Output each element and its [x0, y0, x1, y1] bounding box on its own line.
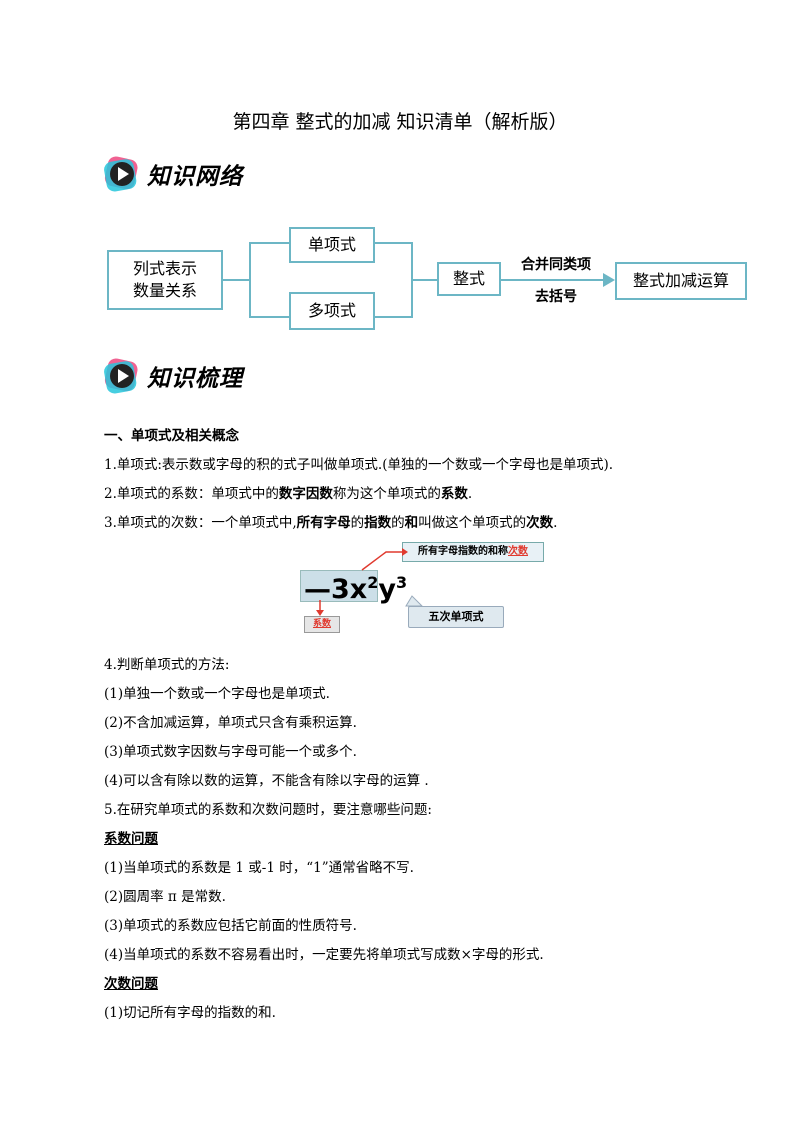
knowledge-network-diagram: 列式表示数量关系 单项式 多项式 整式 合并同类项 去括号 整式加减运算: [105, 226, 755, 336]
diagram-node-line: 列式表示: [132, 259, 197, 278]
text-run: 的: [391, 515, 405, 531]
paragraph-item4-title: 4.判断单项式的方法:: [104, 657, 230, 673]
text-run: 2.单项式的系数：单项式中的: [104, 486, 279, 502]
bold-text: 数字因数: [278, 486, 333, 502]
list-item: (4)可以含有除以数的运算，不能含有除以字母的运算 .: [104, 773, 429, 789]
paragraph-item5-title: 5.在研究单项式的系数和次数问题时，要注意哪些问题:: [104, 802, 432, 818]
list-item: (1)当单项式的系数是 1 或-1 时，“1”通常省略不写.: [104, 860, 414, 876]
paragraph-item2: 2.单项式的系数：单项式中的数字因数称为这个单项式的系数.: [104, 485, 472, 503]
text-run: .: [467, 486, 473, 502]
callout-arrows: [316, 548, 424, 616]
section-header-outline: 知识梳理: [103, 357, 243, 395]
monomial-figure: 所有字母指数的和称次数 —3x2y3 系数 五次单项式: [296, 540, 546, 635]
diagram-node-monomial: 单项式: [289, 227, 375, 263]
minus-sign: —: [304, 574, 331, 605]
list-item: (1)单独一个数或一个字母也是单项式.: [104, 686, 330, 702]
exponent-y: 3: [395, 573, 408, 592]
paragraph-item3: 3.单项式的次数：一个单项式中,所有字母的指数的和叫做这个单项式的次数.: [104, 514, 557, 532]
text-run: .: [553, 515, 558, 531]
bold-text: 指数: [364, 515, 392, 531]
coefficient-box: [300, 570, 378, 602]
list-item: (2)圆周率 π 是常数.: [104, 889, 226, 905]
text-run: 3.单项式的次数：一个单项式中,: [104, 515, 297, 531]
diagram-node-integral-expression: 整式: [437, 262, 501, 296]
diagram-node-expression: 列式表示数量关系: [107, 250, 223, 310]
callout-degree-definition: 所有字母指数的和称次数: [402, 542, 544, 562]
monomial-expression: —3x2y3: [304, 566, 407, 607]
arrow-label-combine: 合并同类项: [521, 257, 591, 273]
document-title: 第四章 整式的加减 知识清单（解析版）: [232, 111, 568, 133]
bold-text: 系数: [440, 486, 468, 502]
arrow-label-brackets: 去括号: [535, 289, 577, 305]
play-logo-icon: [104, 358, 138, 394]
bold-text: 次数: [526, 515, 554, 531]
section-header-label: 知识网络: [147, 164, 243, 190]
callout-coefficient: 系数: [304, 616, 340, 633]
diagram-node-operations: 整式加减运算: [615, 262, 747, 300]
text-run: 的: [350, 515, 365, 531]
list-item: (3)单项式的系数应包括它前面的性质符号.: [104, 918, 357, 934]
list-item: (4)当单项式的系数不容易看出时，一定要先将单项式写成数×字母的形式.: [104, 947, 544, 963]
exponent-x: 2: [367, 573, 379, 592]
diagram-node-line: 数量关系: [132, 281, 197, 300]
coefficient-digit: 3: [331, 574, 350, 605]
callout-fifth-degree: 五次单项式: [408, 606, 504, 628]
arrow-head-icon: [603, 273, 615, 287]
subheading-degree: 次数问题: [104, 976, 158, 992]
section-header-network: 知识网络: [103, 155, 243, 193]
paragraph-item1: 1.单项式:表示数或字母的积的式子叫做单项式.(单独的一个数或一个字母也是单项式…: [104, 457, 614, 473]
list-item: (3)单项式数字因数与字母可能一个或多个.: [104, 744, 357, 760]
subheading-coefficient: 系数问题: [104, 831, 158, 847]
callout-text: 所有字母指数的和称: [418, 546, 508, 557]
text-run: 叫做这个单项式的: [418, 515, 527, 531]
text-run: 称为这个单项式的: [332, 486, 441, 502]
list-item: (1)切记所有字母的指数的和.: [104, 1005, 276, 1021]
variable-x: x: [349, 574, 368, 605]
bold-text: 所有字母: [296, 515, 351, 531]
section-title: 一、单项式及相关概念: [104, 428, 239, 444]
bold-text: 和: [404, 515, 419, 531]
section-header-label: 知识梳理: [147, 366, 243, 392]
callout-highlight: 次数: [508, 546, 528, 557]
diagram-node-polynomial: 多项式: [289, 292, 375, 330]
list-item: (2)不含加减运算，单项式只含有乘积运算.: [104, 715, 357, 731]
play-logo-icon: [104, 156, 138, 192]
variable-y: y: [378, 574, 396, 605]
